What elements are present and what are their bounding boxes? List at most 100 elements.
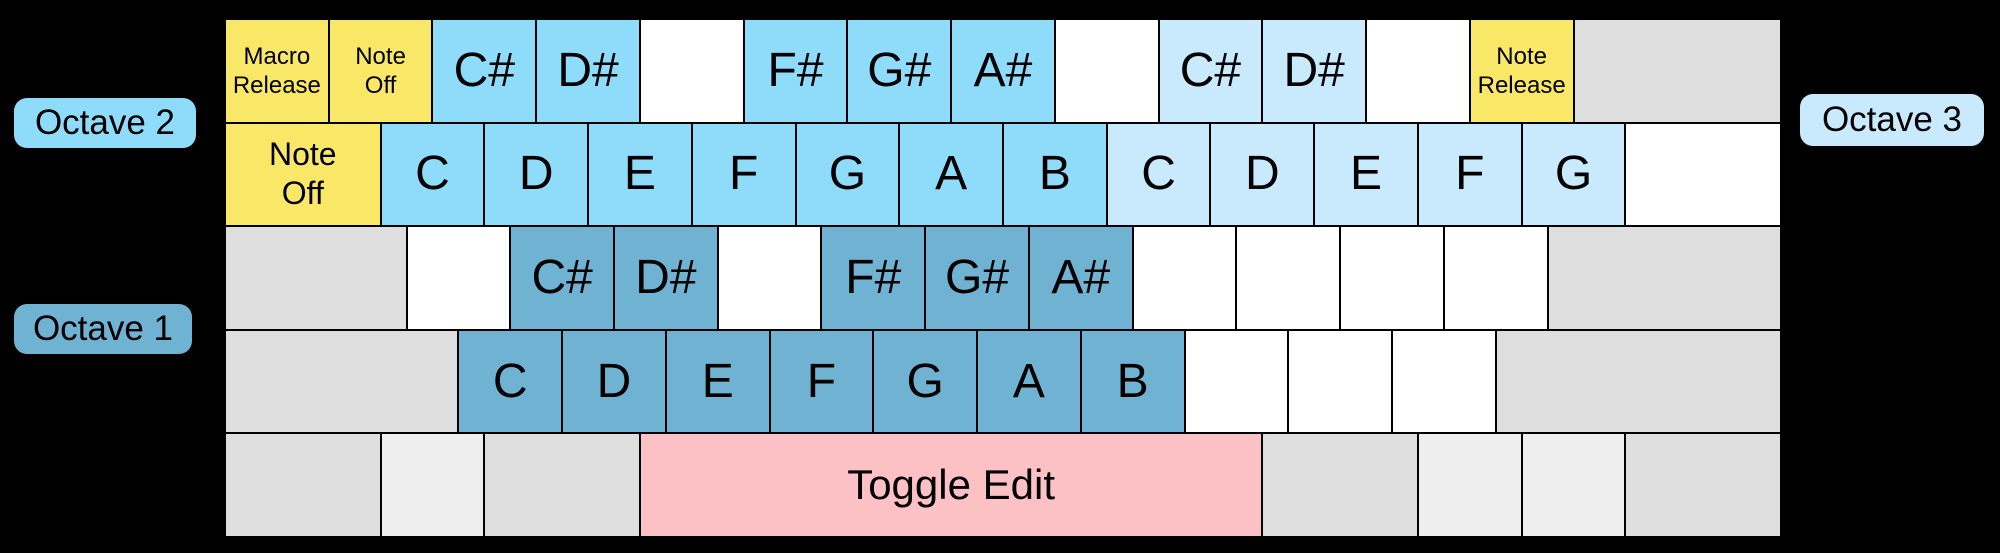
key-label: Macro	[243, 42, 311, 70]
key-label: C	[1141, 147, 1176, 201]
key-label: Note	[355, 42, 406, 70]
key-win-right-unmapped	[1416, 432, 1523, 538]
key-gsharp-oct1: G#	[924, 225, 1030, 331]
key-dsharp-oct3: D#	[1261, 18, 1368, 124]
key-label: D	[596, 354, 632, 408]
key-asharp-oct2: A#	[950, 18, 1056, 124]
key-a-oct2: A	[898, 121, 1004, 228]
key-label: A#	[973, 43, 1033, 97]
key-menu-unmapped	[1520, 432, 1627, 538]
key-label: G	[906, 354, 944, 408]
key-label: A#	[1051, 250, 1111, 304]
key-label: Off	[364, 71, 397, 99]
key-blank-r3-3	[1131, 225, 1238, 331]
key-label: F	[1455, 147, 1485, 201]
key-label: C#	[453, 43, 515, 97]
key-b-oct1: B	[1079, 328, 1186, 435]
key-label: C	[415, 147, 450, 201]
key-dsharp-oct2: D#	[535, 18, 641, 124]
key-label: D	[518, 147, 554, 201]
key-label: Note	[1496, 42, 1547, 70]
key-label: G#	[945, 250, 1010, 304]
key-b-oct2: B	[1002, 121, 1108, 228]
key-label: Note	[269, 136, 337, 173]
key-d-oct1: D	[561, 328, 667, 435]
key-e-oct2: E	[587, 121, 693, 228]
key-f-oct1: F	[768, 328, 875, 435]
key-label: F#	[845, 250, 902, 304]
key-blank-r4-2	[1287, 328, 1393, 435]
key-label: E	[623, 147, 656, 201]
key-shift-right-unmapped	[1494, 328, 1782, 435]
key-c-oct1: C	[457, 328, 564, 435]
key-blank-r2-1	[1624, 121, 1782, 228]
key-fsharp-oct1: F#	[820, 225, 927, 331]
key-blank-r4-3	[1391, 328, 1497, 435]
key-csharp-oct1: C#	[509, 225, 615, 331]
key-backspace-unmapped	[1572, 18, 1782, 124]
key-label: D#	[635, 250, 697, 304]
key-label: F#	[767, 43, 824, 97]
octave-3-label: Octave 3	[1800, 94, 1984, 146]
key-blank-r1-3	[1365, 18, 1471, 124]
key-csharp-oct2: C#	[431, 18, 538, 124]
key-asharp-oct1: A#	[1027, 225, 1134, 331]
key-label: E	[1350, 147, 1383, 201]
key-label: Toggle Edit	[847, 461, 1056, 509]
key-shift-left-unmapped	[224, 328, 460, 435]
key-e-oct1: E	[664, 328, 771, 435]
key-blank-r3-6	[1442, 225, 1549, 331]
key-alt-left-unmapped	[483, 432, 641, 538]
key-space-toggle-edit: Toggle Edit	[638, 432, 1264, 538]
key-label: D	[1244, 147, 1280, 201]
key-label: B	[1038, 147, 1071, 201]
key-label: B	[1116, 354, 1149, 408]
key-enter-unmapped	[1546, 225, 1782, 331]
key-c-oct2: C	[379, 121, 486, 228]
key-label: D#	[1283, 43, 1345, 97]
key-g-oct2: G	[794, 121, 901, 228]
key-d-oct2: D	[483, 121, 590, 228]
octave-1-label: Octave 1	[14, 304, 192, 354]
key-blank-r3-4	[1235, 225, 1342, 331]
key-label: C	[492, 354, 528, 408]
key-label: C#	[531, 250, 593, 304]
key-win-left-unmapped	[379, 432, 486, 538]
key-label: G	[828, 147, 867, 201]
key-blank-r3-1	[405, 225, 512, 331]
key-ctrl-right-unmapped	[1624, 432, 1782, 538]
octave-2-label: Octave 2	[14, 98, 196, 148]
key-label: Release	[1477, 71, 1566, 99]
key-label: E	[701, 354, 734, 408]
key-a-oct1: A	[976, 328, 1082, 435]
key-blank-r1-2	[1053, 18, 1160, 124]
key-alt-right-unmapped	[1261, 432, 1419, 538]
key-fsharp-oct2: F#	[742, 18, 849, 124]
key-blank-r1-1	[638, 18, 745, 124]
key-csharp-oct3: C#	[1157, 18, 1264, 124]
key-label: F	[728, 147, 759, 201]
key-e-oct3: E	[1313, 121, 1419, 228]
key-label: A	[1012, 354, 1045, 408]
key-d-oct3: D	[1209, 121, 1316, 228]
key-g-oct1: G	[872, 328, 979, 435]
key-blank-r3-5	[1339, 225, 1445, 331]
key-label: G	[1554, 147, 1593, 201]
key-blank-r3-2	[716, 225, 823, 331]
key-dsharp-oct1: D#	[613, 225, 719, 331]
key-g-oct3: G	[1520, 121, 1627, 228]
key-blank-r4-1	[1183, 328, 1290, 435]
key-label: Release	[232, 71, 321, 99]
key-label: D#	[557, 43, 619, 97]
key-label: G#	[867, 43, 932, 97]
key-f-oct2: F	[690, 121, 797, 228]
key-label: C#	[1179, 43, 1242, 97]
key-f-oct3: F	[1416, 121, 1523, 228]
key-label: Off	[281, 175, 324, 212]
